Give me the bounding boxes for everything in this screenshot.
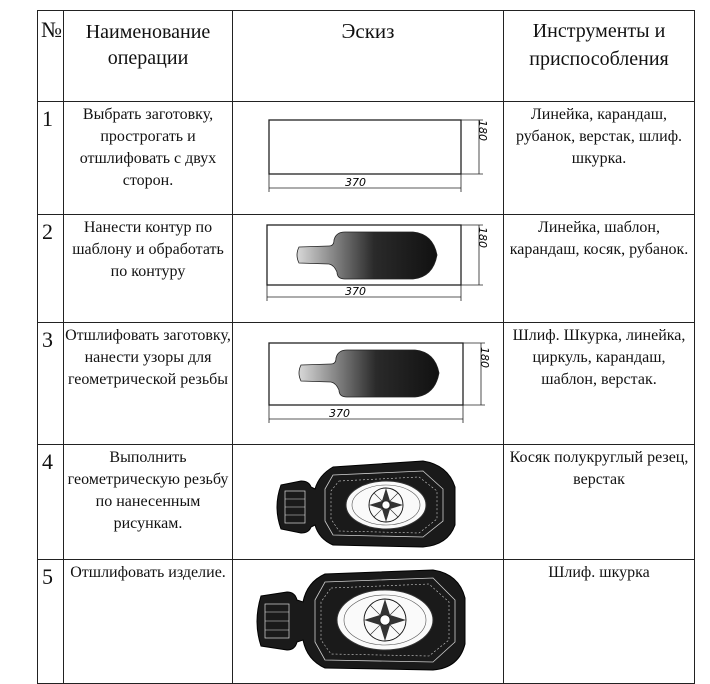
operation-name: Выполнить геометрическую резьбу по нанес… xyxy=(63,444,233,560)
table-row: 5 Отшлифовать изделие. Шлиф. шкурка xyxy=(37,559,695,684)
row-number: 3 xyxy=(37,322,64,445)
sketch-contour-board: 180 370 xyxy=(266,224,489,301)
operation-name: Нанести контур по шаблону и обработать п… xyxy=(63,214,233,323)
header-num: № xyxy=(37,10,64,102)
table-row: 2 Нанести контур по шаблону и обработать… xyxy=(37,214,695,323)
operation-name: Отшлифовать заготовку, нанести узоры для… xyxy=(63,322,233,445)
header-sketch: Эскиз xyxy=(232,10,504,102)
tools-list: Косяк полукруглый резец, верстак xyxy=(503,444,695,560)
row-number: 4 xyxy=(37,444,64,560)
table-row: 4 Выполнить геометрическую резьбу по нан… xyxy=(37,444,695,560)
row-number: 2 xyxy=(37,214,64,323)
dim-width: 370 xyxy=(329,407,350,420)
sketch-carved-board xyxy=(276,460,456,548)
operation-name: Отшлифовать изделие. xyxy=(63,559,233,684)
header-tools: Инструменты и приспособления xyxy=(503,10,695,102)
tools-list: Линейка, шаблон, карандаш, косяк, рубано… xyxy=(503,214,695,323)
sketch-finished-product xyxy=(256,569,466,671)
dim-height: 180 xyxy=(478,347,491,368)
row-number: 5 xyxy=(37,559,64,684)
table-row: 3 Отшлифовать заготовку, нанести узоры д… xyxy=(37,322,695,445)
header-name: Наименование операции xyxy=(63,10,233,102)
operations-table: № Наименование операции Эскиз Инструмент… xyxy=(37,10,695,684)
tools-list: Линейка, карандаш, рубанок, верстак, шли… xyxy=(503,101,695,215)
dim-height: 180 xyxy=(476,120,489,141)
sketch-cell: 180 370 xyxy=(232,322,504,445)
dim-width: 370 xyxy=(345,176,366,189)
sketch-cell: 180 370 xyxy=(232,214,504,323)
row-number: 1 xyxy=(37,101,64,215)
table-header-row: № Наименование операции Эскиз Инструмент… xyxy=(37,10,695,102)
table-row: 1 Выбрать заготовку, прострогать и отшли… xyxy=(37,101,695,215)
sketch-cell: 180 370 xyxy=(232,101,504,215)
tools-list: Шлиф. шкурка xyxy=(503,559,695,684)
sketch-marked-board: 180 370 xyxy=(268,342,491,423)
dim-height: 180 xyxy=(476,227,489,248)
sketch-cell xyxy=(232,444,504,560)
dim-width: 370 xyxy=(345,285,366,298)
tools-list: Шлиф. Шкурка, линейка, циркуль, карандаш… xyxy=(503,322,695,445)
operation-name: Выбрать заготовку, прострогать и отшлифо… xyxy=(63,101,233,215)
sketch-cell xyxy=(232,559,504,684)
sketch-blank-board: 180 370 xyxy=(268,119,489,192)
